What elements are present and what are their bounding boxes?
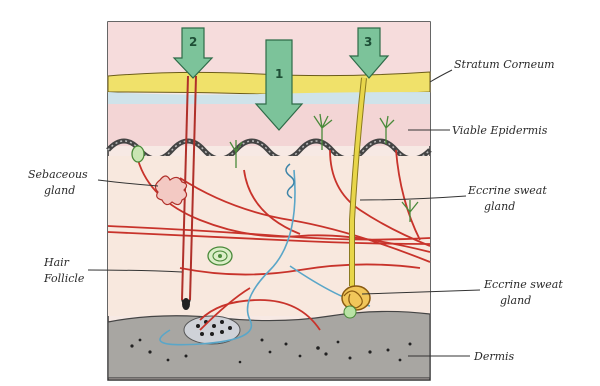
- label-hair-line1: Hair: [43, 256, 70, 269]
- label-stratum-corneum: Stratum Corneum: [454, 58, 555, 71]
- label-dermis: Dermis: [473, 350, 515, 363]
- label-sebaceous-line1: Sebaceous: [28, 168, 88, 181]
- arrow-1-label: 1: [275, 67, 283, 81]
- label-eccrine-duct-line1: Eccrine sweat: [467, 184, 547, 197]
- sensory-corpuscle: [208, 247, 232, 265]
- dermis-layer: [108, 311, 430, 378]
- label-sebaceous-line2: gland: [44, 184, 75, 197]
- arrow-2-label: 2: [189, 35, 197, 49]
- label-viable-epidermis: Viable Epidermis: [452, 124, 548, 137]
- label-hair-line2: Follicle: [43, 272, 85, 285]
- label-eccrine-gland-line1: Eccrine sweat: [483, 278, 563, 291]
- arrow-3-label: 3: [364, 35, 372, 49]
- label-eccrine-duct-line2: gland: [484, 200, 515, 213]
- label-eccrine-gland-line2: gland: [500, 294, 531, 307]
